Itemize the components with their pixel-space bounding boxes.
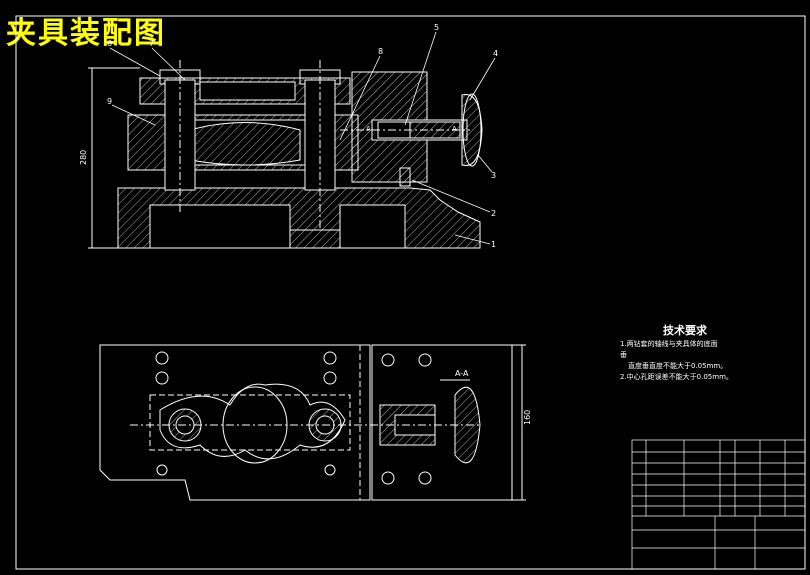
- leader-8: 8: [378, 47, 383, 56]
- section-mark-a1: A: [366, 125, 371, 133]
- leader-9: 9: [107, 97, 112, 106]
- top-view: [99, 344, 526, 501]
- leader-4: 4: [493, 49, 498, 58]
- title-block: [631, 439, 806, 570]
- tech-item-1b: 垂: [620, 351, 627, 359]
- sheet-border: [15, 15, 806, 570]
- drawing-title: 夹具装配图: [6, 16, 166, 51]
- tech-item-2: 2.中心孔距误差不能大于0.05mm。: [620, 373, 733, 381]
- tech-requirements-title: 技术要求: [663, 324, 707, 337]
- dim-280: 280: [79, 150, 88, 165]
- leader-3: 3: [491, 171, 496, 180]
- section-label-a-a: A-A: [455, 369, 469, 378]
- leader-7: 7: [149, 39, 154, 48]
- tech-requirements: 技术要求 1.两钻套的轴线与夹具体的底面 垂 直度垂直度不能大于0.05mm。 …: [620, 325, 760, 383]
- leader-numbers: 6 7 9 8 5 4 3 2 1 280 A A: [79, 23, 498, 249]
- leader-1: 1: [491, 240, 496, 249]
- leader-2: 2: [491, 209, 496, 218]
- leader-6: 6: [107, 39, 112, 48]
- tech-item-1c: 直度垂直度不能大于0.05mm。: [628, 362, 728, 370]
- leader-5: 5: [434, 23, 439, 32]
- front-view: [88, 60, 483, 249]
- section-mark-a2: A: [452, 125, 457, 133]
- leader-lines: [109, 31, 496, 245]
- dim-160: 160: [523, 410, 532, 425]
- tech-item-1a: 1.两钻套的轴线与夹具体的底面: [620, 340, 718, 348]
